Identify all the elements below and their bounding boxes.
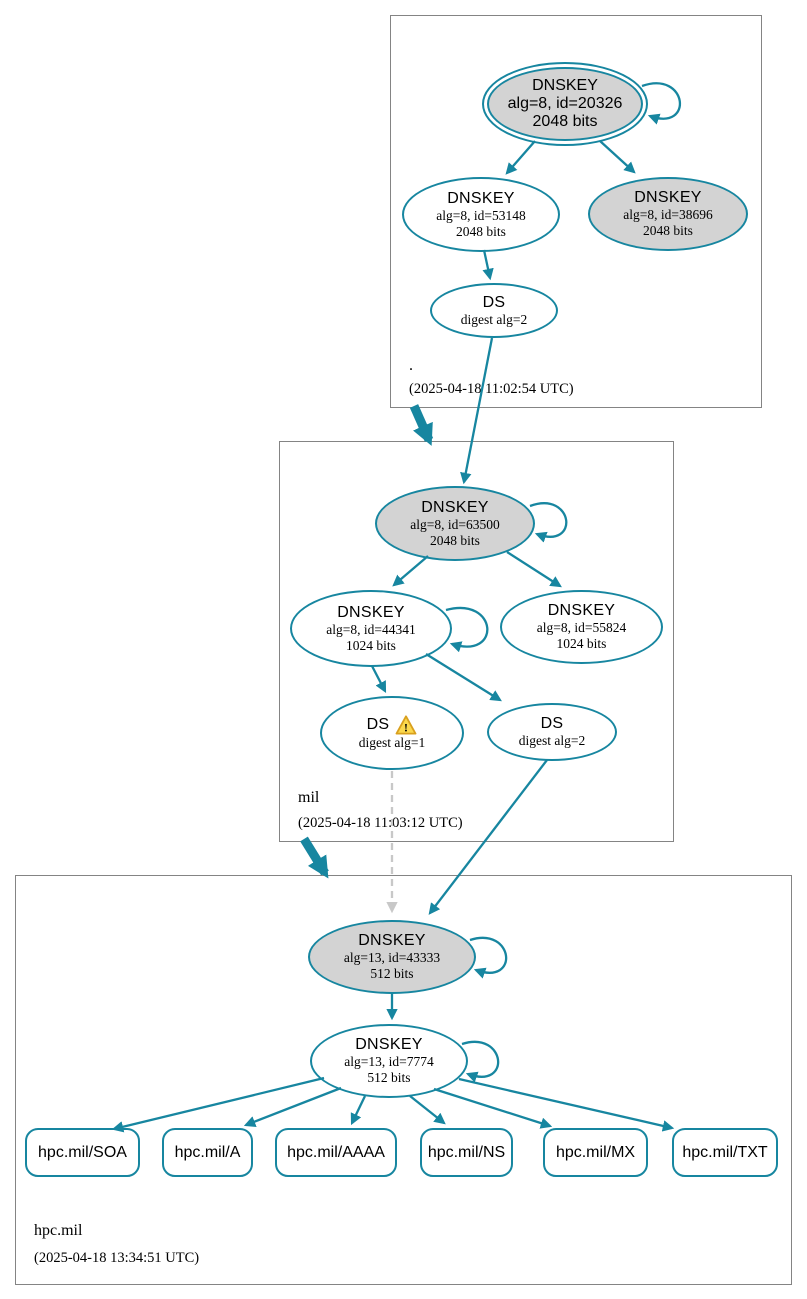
node-title: DNSKEY (532, 77, 598, 94)
node-bits: 512 bits (367, 1070, 411, 1085)
node-detail: digest alg=2 (460, 311, 528, 327)
ds-node-mil-alg1[interactable]: DS ! digest alg=1 (320, 696, 464, 770)
rrset-node-hpc-mil-txt[interactable]: hpc.mil/TXT (672, 1128, 778, 1177)
warning-icon: ! (395, 715, 417, 735)
node-detail: digest alg=1 (358, 735, 426, 750)
node-bits: 2048 bits (532, 113, 598, 130)
rrset-node-hpc-mil-a[interactable]: hpc.mil/A (162, 1128, 253, 1177)
rrset-label: hpc.mil/SOA (38, 1143, 127, 1161)
dnskey-node-mil-55824[interactable]: DNSKEY alg=8, id=55824 1024 bits (500, 590, 663, 664)
zone-label-mil: mil (298, 789, 320, 806)
rrset-label: hpc.mil/NS (427, 1143, 506, 1161)
rrset-label: hpc.mil/A (174, 1143, 241, 1161)
node-title: DNSKEY (358, 932, 426, 949)
dnskey-node-root-zsk-53148[interactable]: DNSKEY alg=8, id=53148 2048 bits (402, 177, 560, 252)
node-detail: alg=8, id=20326 (507, 95, 623, 112)
node-detail: alg=8, id=38696 (623, 207, 713, 222)
zone-label-root: . (409, 357, 413, 374)
delegation-arrow-root-to-mil (409, 404, 434, 446)
node-bits: 512 bits (370, 966, 414, 981)
node-detail: alg=8, id=63500 (410, 516, 500, 532)
dnskey-node-root-ksk-20326-inner: DNSKEY alg=8, id=20326 2048 bits (487, 67, 643, 141)
node-title: DNSKEY (355, 1036, 423, 1053)
ds-node-mil-alg2[interactable]: DS digest alg=2 (487, 703, 617, 761)
node-bits: 2048 bits (456, 223, 506, 239)
rrset-label: hpc.mil/TXT (682, 1143, 768, 1161)
node-title: DNSKEY (634, 189, 702, 206)
zone-timestamp-mil: (2025-04-18 11:03:12 UTC) (298, 815, 463, 831)
node-title: DNSKEY (337, 603, 405, 621)
dnskey-node-root-ksk-20326[interactable]: DNSKEY alg=8, id=20326 2048 bits (482, 62, 648, 146)
warning-exclamation: ! (404, 720, 408, 734)
rrset-node-hpc-mil-ns[interactable]: hpc.mil/NS (420, 1128, 513, 1177)
node-title: DNSKEY (421, 498, 489, 516)
node-bits: 1024 bits (556, 636, 607, 651)
dnskey-node-mil-zsk-44341[interactable]: DNSKEY alg=8, id=44341 1024 bits (290, 590, 452, 667)
zone-timestamp-hpc-mil: (2025-04-18 13:34:51 UTC) (34, 1250, 200, 1266)
rrset-label: hpc.mil/AAAA (287, 1143, 385, 1161)
rrset-node-hpc-mil-aaaa[interactable]: hpc.mil/AAAA (275, 1128, 397, 1177)
node-title: DS (482, 293, 506, 311)
node-detail: alg=8, id=55824 (536, 620, 627, 635)
node-bits: 2048 bits (643, 223, 693, 238)
zone-timestamp-root: (2025-04-18 11:02:54 UTC) (409, 381, 574, 397)
dnskey-node-root-38696[interactable]: DNSKEY alg=8, id=38696 2048 bits (588, 177, 748, 251)
rrset-label: hpc.mil/MX (555, 1143, 636, 1161)
node-detail: alg=13, id=7774 (344, 1054, 434, 1069)
node-title: DNSKEY (447, 189, 515, 207)
zone-label-hpc-mil: hpc.mil (34, 1222, 83, 1239)
node-title: DNSKEY (547, 602, 616, 619)
node-detail: alg=8, id=44341 (326, 621, 416, 637)
node-detail: alg=13, id=43333 (343, 950, 441, 965)
node-bits: 1024 bits (346, 637, 396, 653)
ds-node-root[interactable]: DS digest alg=2 (430, 283, 558, 338)
node-detail: alg=8, id=53148 (436, 207, 526, 223)
dnskey-node-hpc-ksk-43333[interactable]: DNSKEY alg=13, id=43333 512 bits (308, 920, 476, 994)
rrset-node-hpc-mil-soa[interactable]: hpc.mil/SOA (25, 1128, 140, 1177)
dnskey-node-mil-ksk-63500[interactable]: DNSKEY alg=8, id=63500 2048 bits (375, 486, 535, 561)
dnskey-node-hpc-zsk-7774[interactable]: DNSKEY alg=13, id=7774 512 bits (310, 1024, 468, 1098)
node-title: DS (366, 716, 390, 733)
node-bits: 2048 bits (430, 532, 480, 548)
node-detail: digest alg=2 (518, 733, 586, 748)
delegation-arrow-mil-to-hpc (300, 836, 329, 879)
rrset-node-hpc-mil-mx[interactable]: hpc.mil/MX (543, 1128, 648, 1177)
node-title: DS (540, 715, 564, 732)
